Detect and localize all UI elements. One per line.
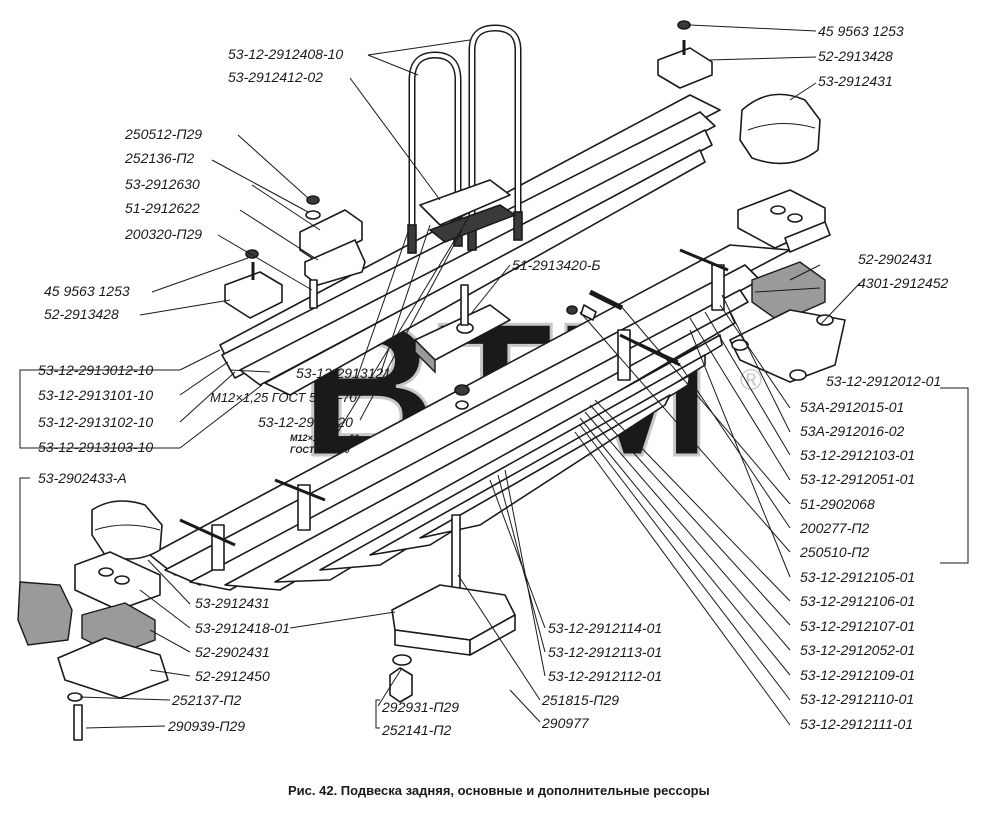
centre-pad-plate <box>414 284 511 374</box>
label-45-9563-1253-left: 45 9563 1253 <box>44 283 130 299</box>
label-53-12-2912012-01: 53-12-2912012-01 <box>826 373 941 389</box>
label-250512-p29: 250512-П29 <box>124 126 202 142</box>
note-bolt-thread-2b: ГОСТ 7798-70 <box>290 445 350 455</box>
label-250510-p2: 250510-П2 <box>799 544 870 560</box>
label-53-12-2913121: 53-12-2913121 <box>296 365 391 381</box>
label-53-12-2912112-01: 53-12-2912112-01 <box>548 668 662 684</box>
spring-clamps <box>179 248 729 571</box>
pins-and-bolts <box>454 289 679 410</box>
label-4301-2912452: 4301-2912452 <box>858 275 949 291</box>
label-53-2912412-02: 53-2912412-02 <box>228 69 323 85</box>
label-51-2912622: 51-2912622 <box>125 200 200 216</box>
label-53-12-2913101-10: 53-12-2913101-10 <box>38 387 153 403</box>
label-53-12-2912114-01: 53-12-2912114-01 <box>548 620 662 636</box>
label-53-12-2912105-01: 53-12-2912105-01 <box>800 569 915 585</box>
label-252137-p2: 252137-П2 <box>171 692 242 708</box>
label-52-2902431-right: 52-2902431 <box>858 251 933 267</box>
label-53-12-2912106-01: 53-12-2912106-01 <box>800 593 915 609</box>
label-51-2913420-b: 51-2913420-Б <box>512 257 601 273</box>
label-252136-p2: 252136-П2 <box>124 150 195 166</box>
label-200320-p29: 200320-П29 <box>124 226 202 242</box>
label-53-2912418-01: 53-2912418-01 <box>195 620 290 636</box>
label-53-12-2913012-10: 53-12-2913012-10 <box>38 362 153 378</box>
bottom-centre-parts <box>389 514 516 703</box>
label-53-2902433-a: 53-2902433-А <box>38 470 127 486</box>
label-51-2902068: 51-2902068 <box>800 496 875 512</box>
label-53-12-2913102-10: 53-12-2913102-10 <box>38 414 153 430</box>
label-53-12-2912113-01: 53-12-2912113-01 <box>548 644 662 660</box>
label-53-12-2912107-01: 53-12-2912107-01 <box>800 618 915 634</box>
label-292931-p29: 292931-П29 <box>381 699 459 715</box>
label-53a-2912016-02: 53А-2912016-02 <box>800 423 905 439</box>
figure-caption: Рис. 42. Подвеска задняя, основные и доп… <box>288 783 710 798</box>
note-bolt-thread-2a: M12×1,25-6g×60 <box>290 433 359 443</box>
label-53-12-2912408-10: 53-12-2912408-10 <box>228 46 343 62</box>
label-52-2913428-left: 52-2913428 <box>44 306 119 322</box>
label-53-2912630: 53-2912630 <box>125 176 200 192</box>
label-52-2902431-bottom: 52-2902431 <box>195 644 270 660</box>
label-53-12-2913103-10: 53-12-2913103-10 <box>38 439 153 455</box>
label-53-12-2912110-01: 53-12-2912110-01 <box>800 691 914 707</box>
label-53-2912431-bottom: 53-2912431 <box>195 595 270 611</box>
label-290939-p29: 290939-П29 <box>167 718 245 734</box>
label-53a-2912015-01: 53А-2912015-01 <box>800 399 904 415</box>
bottom-left-parts <box>17 500 169 741</box>
label-53-12-2912052-01: 53-12-2912052-01 <box>800 642 915 658</box>
label-53-12-2912051-01: 53-12-2912051-01 <box>800 471 915 487</box>
note-bolt-thread-1: M12×1,25 ГОСТ 5915-70 <box>210 390 358 405</box>
label-53-12-2912109-01: 53-12-2912109-01 <box>800 667 915 683</box>
top-right-parts <box>657 20 831 253</box>
u-bolts <box>407 24 523 254</box>
watermark-registered-mark: ® <box>740 364 762 397</box>
upper-left-parts <box>224 195 366 319</box>
label-290977: 290977 <box>541 715 590 731</box>
right-bracket <box>729 261 846 383</box>
label-200277-p2: 200277-П2 <box>799 520 870 536</box>
leader-lines <box>19 24 969 729</box>
label-53-12-2912111-01: 53-12-2912111-01 <box>800 716 913 732</box>
label-53-12-2913120: 53-12-2913120 <box>258 414 353 430</box>
label-52-2912450: 52-2912450 <box>195 668 270 684</box>
label-53-12-2912103-01: 53-12-2912103-01 <box>800 447 915 463</box>
label-251815-p29: 251815-П29 <box>541 692 619 708</box>
label-45-9563-1253-top: 45 9563 1253 <box>818 23 904 39</box>
label-53-2912431-top: 53-2912431 <box>818 73 893 89</box>
label-52-2913428-top: 52-2913428 <box>818 48 893 64</box>
main-spring-pack <box>149 244 791 591</box>
part-labels: 45 9563 1253 52-2913428 53-2912431 53-12… <box>38 23 949 738</box>
label-252141-p2: 252141-П2 <box>381 722 452 738</box>
